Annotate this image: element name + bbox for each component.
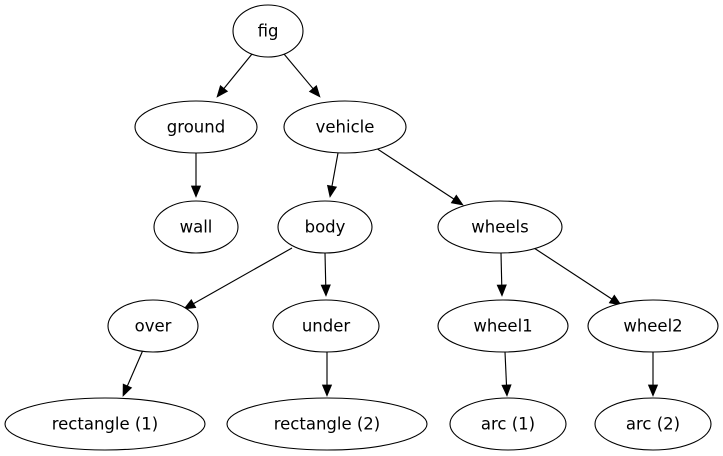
edge-ground-to-wall — [190, 153, 202, 198]
node-shape-ellipse[interactable] — [226, 397, 428, 451]
arrowhead-icon — [308, 85, 321, 98]
edge-over-to-rectangle1 — [122, 349, 144, 397]
arrowhead-icon — [496, 284, 507, 297]
node-shape-ellipse[interactable] — [4, 397, 206, 451]
node-shape-ellipse[interactable] — [107, 299, 199, 353]
edge-body-to-under — [320, 252, 331, 297]
arrowhead-icon — [501, 384, 512, 397]
node-under[interactable]: under — [272, 299, 380, 353]
arrowhead-icon — [122, 383, 133, 397]
edge-wheel2-to-arc2 — [647, 352, 659, 397]
node-vehicle[interactable]: vehicle — [283, 100, 407, 154]
node-wheel2[interactable]: wheel2 — [587, 299, 719, 353]
edge-wheels-to-wheel2 — [533, 247, 622, 306]
node-shape-ellipse[interactable] — [283, 100, 407, 154]
edge-line — [126, 349, 144, 387]
edge-vehicle-to-wheels — [375, 147, 464, 206]
edge-under-to-rectangle2 — [321, 352, 333, 397]
node-rectangle1[interactable]: rectangle (1) — [4, 397, 206, 451]
edge-line — [533, 247, 613, 300]
edge-wheel1-to-arc1 — [501, 351, 512, 397]
arrowhead-icon — [450, 194, 464, 206]
node-shape-ellipse[interactable] — [449, 397, 567, 451]
node-rectangle2[interactable]: rectangle (2) — [226, 397, 428, 451]
node-shape-ellipse[interactable] — [134, 100, 258, 154]
arrowhead-icon — [320, 284, 331, 297]
node-wheels[interactable]: wheels — [437, 200, 563, 254]
node-arc2[interactable]: arc (2) — [594, 397, 712, 451]
node-over[interactable]: over — [107, 299, 199, 353]
node-fig[interactable]: fig — [232, 4, 304, 58]
edge-line — [283, 53, 314, 89]
arrowhead-icon — [321, 384, 333, 397]
node-shape-ellipse[interactable] — [232, 4, 304, 58]
node-layer: fig ground vehicle wall body wheels over under w… — [4, 4, 719, 451]
edge-line — [223, 53, 253, 89]
arrowhead-icon — [190, 185, 202, 198]
edge-line — [331, 152, 339, 187]
arrowhead-icon — [647, 384, 659, 397]
edge-layer — [122, 53, 659, 397]
node-shape-ellipse[interactable] — [272, 299, 380, 353]
node-wheel1[interactable]: wheel1 — [437, 299, 569, 353]
node-ground[interactable]: ground — [134, 100, 258, 154]
edge-line — [375, 147, 455, 200]
edge-line — [500, 252, 503, 286]
node-shape-ellipse[interactable] — [153, 200, 239, 254]
node-shape-ellipse[interactable] — [437, 200, 563, 254]
arrowhead-icon — [326, 184, 338, 198]
node-body[interactable]: body — [277, 200, 373, 254]
edge-body-to-over — [183, 247, 293, 310]
edge-line — [504, 351, 508, 386]
edge-line — [324, 252, 327, 286]
node-wall[interactable]: wall — [153, 200, 239, 254]
edge-vehicle-to-body — [326, 152, 339, 198]
node-shape-ellipse[interactable] — [587, 299, 719, 353]
arrowhead-icon — [183, 298, 197, 310]
arrowhead-icon — [216, 84, 229, 98]
arrowhead-icon — [608, 294, 622, 306]
node-shape-ellipse[interactable] — [594, 397, 712, 451]
edge-wheels-to-wheel1 — [496, 252, 507, 297]
edge-fig-to-ground — [216, 53, 253, 98]
node-shape-ellipse[interactable] — [437, 299, 569, 353]
edge-fig-to-vehicle — [283, 53, 321, 98]
edge-line — [193, 247, 293, 305]
node-shape-ellipse[interactable] — [277, 200, 373, 254]
node-arc1[interactable]: arc (1) — [449, 397, 567, 451]
